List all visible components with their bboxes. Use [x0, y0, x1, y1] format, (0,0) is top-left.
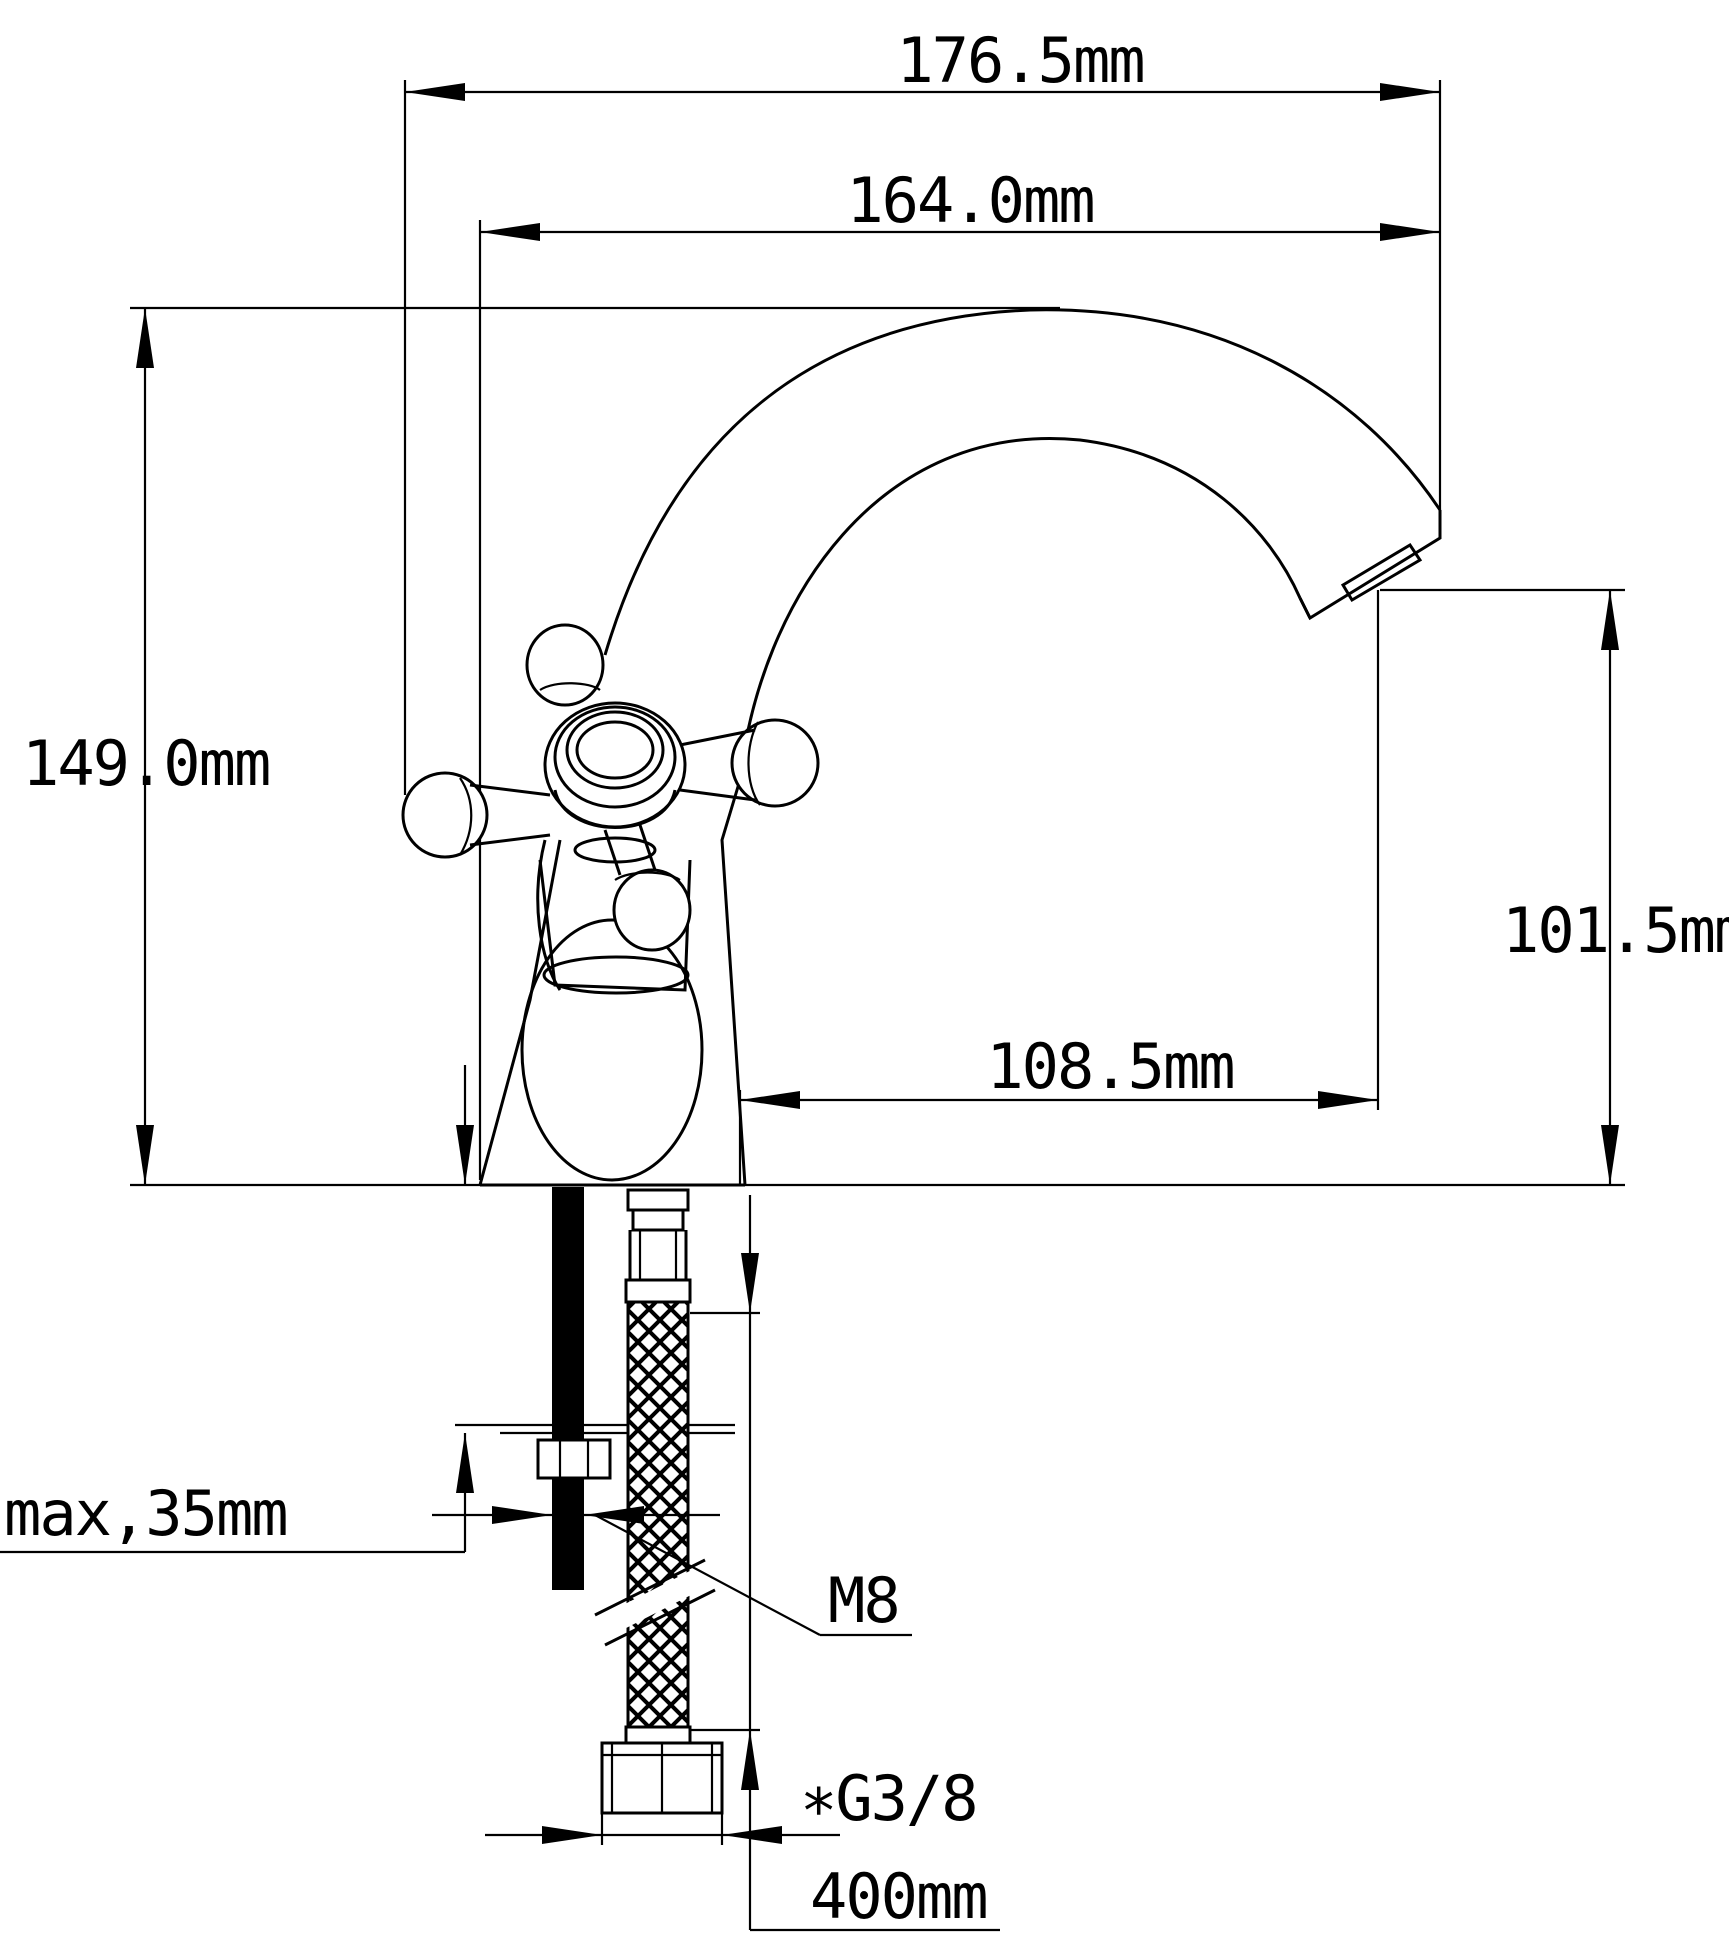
label-hose-length: 400mm — [810, 1860, 987, 1933]
faucet-body — [478, 308, 1442, 1187]
flexible-hose — [594, 1188, 724, 1815]
label-mounting-thickness: max,35mm — [4, 1477, 287, 1550]
label-spout-height: 101.5mm — [1502, 894, 1729, 967]
dim-overall-width — [405, 83, 1440, 101]
dim-hose-thread — [485, 1813, 840, 1845]
dim-height — [136, 308, 154, 1185]
label-spout-reach: 164.0mm — [846, 164, 1093, 237]
mounting-stud — [455, 1187, 735, 1590]
dim-spout-reach — [480, 223, 1440, 241]
label-spout-projection: 108.5mm — [986, 1030, 1233, 1103]
label-hose-thread: ∗G3/8 — [800, 1762, 977, 1835]
label-overall-width: 176.5mm — [896, 24, 1143, 97]
dim-spout-height — [1601, 590, 1619, 1185]
dim-mounting-thickness — [0, 1065, 720, 1554]
label-height: 149.0mm — [22, 727, 269, 800]
cross-handle — [401, 623, 820, 952]
extension-lines — [130, 80, 1625, 1187]
label-stud-thread: M8 — [828, 1564, 899, 1637]
dim-stud-thread — [594, 1514, 912, 1637]
dim-hose-length — [690, 1195, 1000, 1932]
dim-spout-projection — [740, 1091, 1378, 1109]
